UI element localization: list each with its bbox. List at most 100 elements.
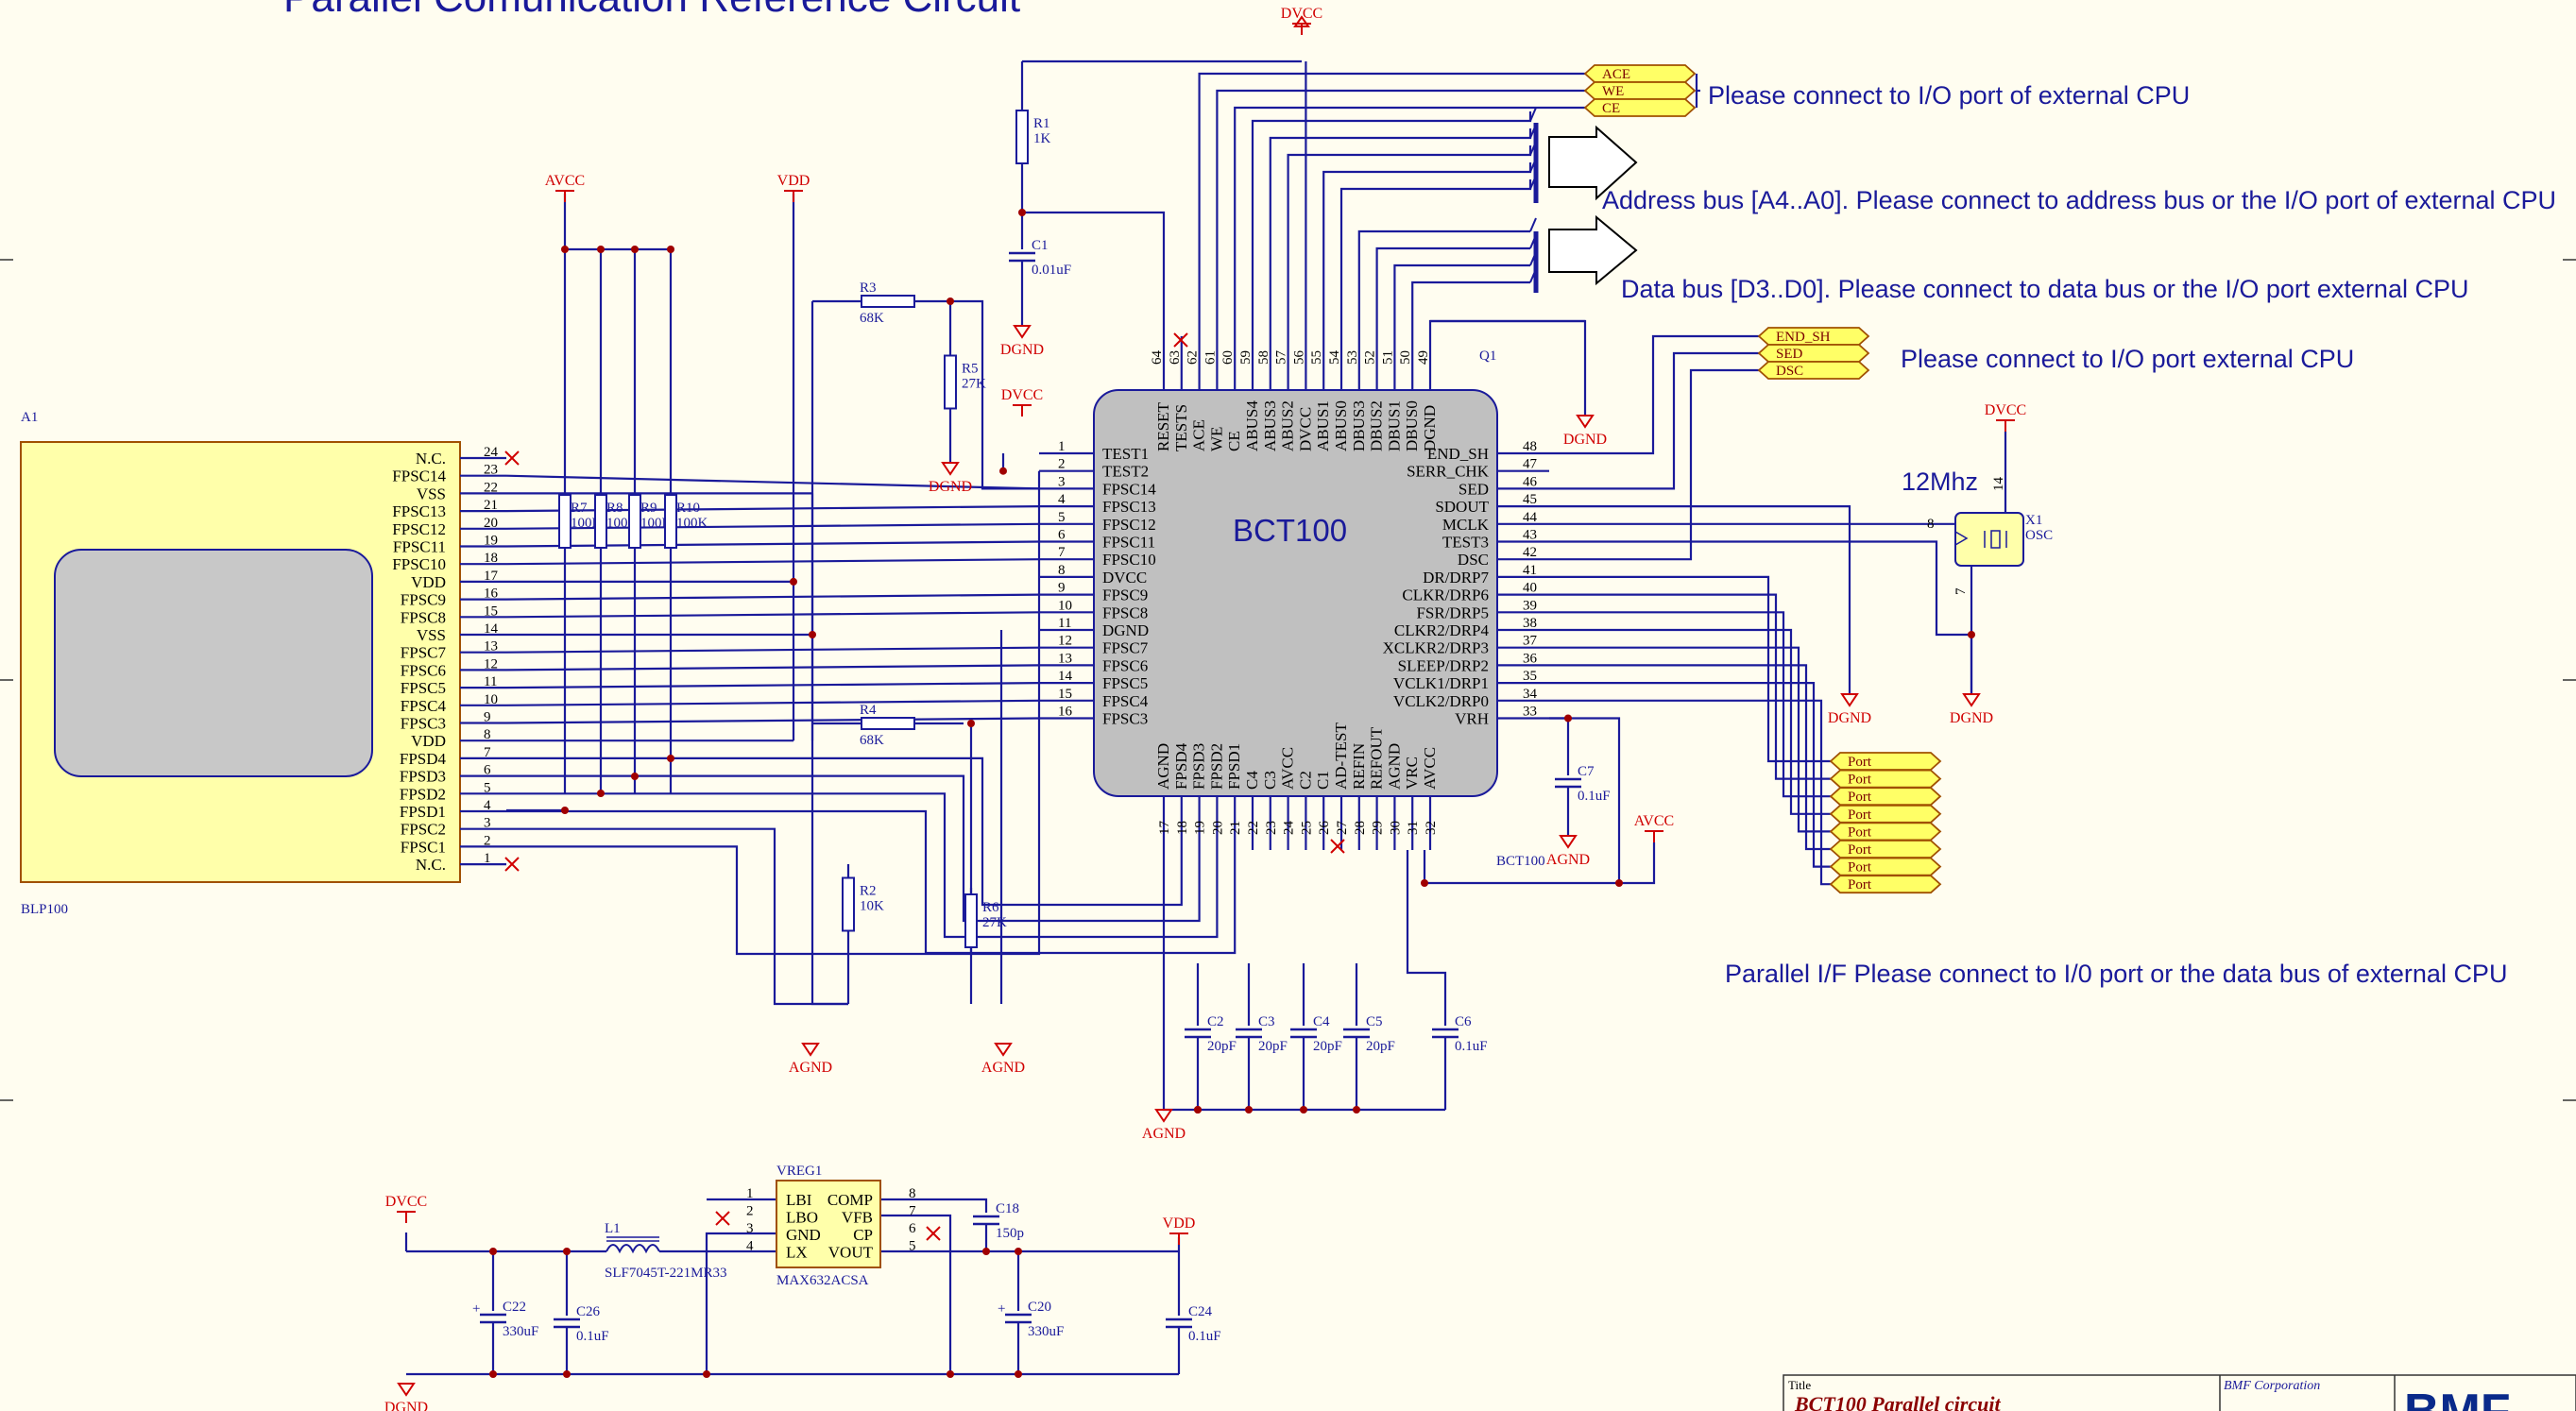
chip-pin-number: 40 <box>1523 581 1537 596</box>
capacitor-value: 0.01uF <box>1032 263 1071 278</box>
chip-pin-number: 29 <box>1371 821 1386 835</box>
capacitor-group: C10.01uFC220pFC320pFC420pFC520pFC60.1uFC… <box>472 238 1611 1344</box>
chip-pin-label: ACE <box>1190 419 1208 451</box>
chip-pin-label: C3 <box>1261 771 1279 790</box>
resistor-body <box>944 354 957 410</box>
lcd-pin-label: FPSD3 <box>400 768 446 786</box>
regulator-pin-label: CP <box>853 1226 873 1244</box>
chip-pin-label: FPSC10 <box>1102 551 1156 569</box>
chip-pin-number: 43 <box>1523 528 1537 543</box>
resistor-body <box>664 494 677 549</box>
chip-pin-label: DBUS0 <box>1403 400 1421 451</box>
junction-dot <box>967 720 975 727</box>
resistor-designator: R2 <box>860 884 877 899</box>
lcd-pin-number: 17 <box>484 569 499 584</box>
chip-pin-number: 55 <box>1309 350 1324 365</box>
junction-dot <box>631 773 639 780</box>
junction-dot <box>999 467 1007 475</box>
wire <box>1287 145 1532 336</box>
wire <box>506 774 1201 923</box>
ground-label: DGND <box>1950 710 1993 726</box>
power-label: DVCC <box>1281 6 1322 22</box>
chip-pin-number: 41 <box>1523 563 1537 578</box>
lcd-pin-number: 9 <box>484 710 491 725</box>
wire <box>1198 72 1585 336</box>
resistor-body <box>861 717 915 730</box>
lcd-pin-number: 22 <box>484 480 498 495</box>
inductor-part: SLF7045T-221MR33 <box>605 1266 726 1281</box>
wire <box>1549 334 1759 455</box>
chip-pin-number: 44 <box>1523 510 1538 525</box>
chip-pin-label: DGND <box>1421 405 1439 451</box>
title-block-label: Title <box>1788 1378 1811 1392</box>
lcd-pin-number: 18 <box>484 551 498 566</box>
lcd-pin-label: FPSD1 <box>400 803 446 821</box>
oscillator-x1: 12Mhz X1 OSC 8 14 7 <box>1902 468 2053 595</box>
chip-pin-number: 7 <box>1058 545 1066 560</box>
wire <box>505 540 1040 548</box>
junction-dot <box>561 807 569 814</box>
wire <box>1549 646 1831 833</box>
chip-pin-label: AVCC <box>1279 747 1297 790</box>
chip-pin-number: 50 <box>1398 350 1413 365</box>
parallel-port-connector-label: Port <box>1848 755 1872 770</box>
lcd-pin-number: 14 <box>484 621 499 637</box>
port-connector-label: CE <box>1602 101 1620 116</box>
schematic-title: Parallel Comunication Reference Circuit <box>283 0 1020 21</box>
chip-pin-number: 26 <box>1317 821 1332 836</box>
wire <box>505 699 1040 706</box>
junction-dot <box>597 246 605 253</box>
note-data-bus: Data bus [D3..D0]. Please connect to dat… <box>1621 275 2468 303</box>
lcd-pin-number: 12 <box>484 656 498 672</box>
ground-symbol <box>1840 693 1859 707</box>
resistor-body <box>558 494 571 549</box>
note-parallel-if: Parallel I/F Please connect to I/0 port … <box>1725 960 2507 988</box>
chip-pin-number: 19 <box>1193 821 1208 835</box>
chip-pin-label: ABUS2 <box>1279 400 1297 451</box>
power-arrow <box>1293 15 1310 27</box>
osc-type: OSC <box>2025 528 2053 543</box>
chip-pin-number: 17 <box>1157 821 1172 836</box>
junction-dot <box>982 1248 990 1255</box>
capacitor-value: 330uF <box>1028 1324 1064 1339</box>
ground-label: DGND <box>1563 432 1607 448</box>
title-block-title: BCT100 Parallel circuit <box>1794 1392 2001 1411</box>
junction-dot <box>703 1370 710 1378</box>
resistor-body <box>1015 110 1029 164</box>
resistor-value: 100K <box>676 516 708 531</box>
chip-pin-label: C2 <box>1296 771 1314 790</box>
osc-frequency: 12Mhz <box>1902 468 1978 496</box>
wire <box>880 1214 952 1374</box>
ground-symbol <box>1013 325 1032 339</box>
title-block: Title BCT100 Parallel circuit BMF Corpor… <box>1783 1374 2576 1411</box>
regulator-pin-label: VFB <box>842 1209 873 1227</box>
chip-pin-number: 1 <box>1058 439 1066 454</box>
wire <box>1269 128 1532 336</box>
port-connector-label: END_SH <box>1776 330 1831 345</box>
wire <box>505 474 1040 490</box>
lcd-pin-number: 21 <box>484 498 498 513</box>
chip-pin-label: FPSD2 <box>1207 743 1225 790</box>
power-label: DVCC <box>1985 402 2026 418</box>
lcd-pin-label: FPSD4 <box>400 750 447 768</box>
lcd-pin-label: FPSC2 <box>401 821 446 839</box>
wire <box>1357 230 1530 336</box>
lcd-pin-label: FPSC11 <box>393 538 446 556</box>
chip-pin-label: FPSC6 <box>1102 656 1148 674</box>
chip-pin-label: FPSC13 <box>1102 498 1156 516</box>
no-connect-mark <box>504 857 520 872</box>
ground-label: DGND <box>384 1400 428 1411</box>
parallel-port-connector-label: Port <box>1848 824 1872 840</box>
chip-pin-label: FPSC9 <box>1102 586 1148 604</box>
chip-pin-label: REFIN <box>1350 743 1368 790</box>
wire <box>1406 850 1447 1026</box>
wire <box>505 611 1040 619</box>
lcd-pin-label: VSS <box>417 626 446 644</box>
junction-dot <box>809 631 816 638</box>
wire <box>1022 211 1166 336</box>
ground-label: DGND <box>929 479 972 495</box>
